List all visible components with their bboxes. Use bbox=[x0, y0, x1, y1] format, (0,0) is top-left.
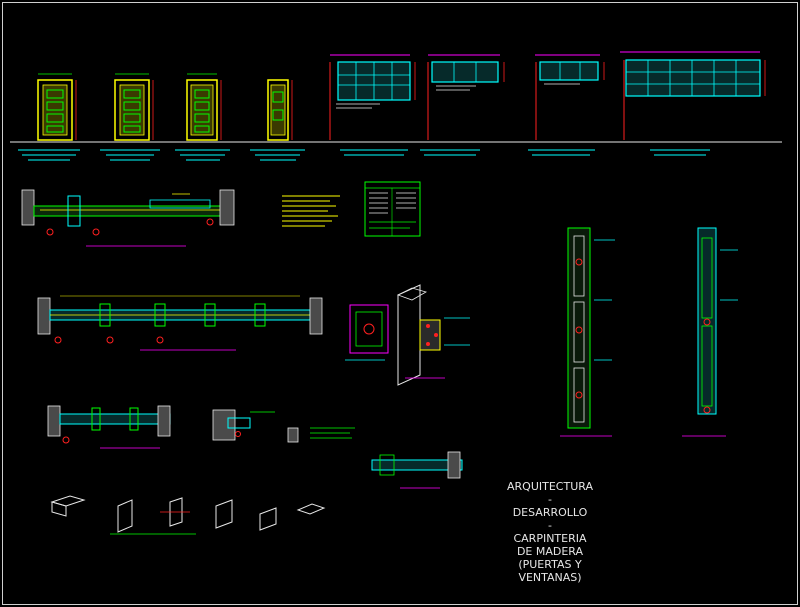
title-line-5: (PUERTAS Y bbox=[518, 558, 582, 571]
door-caption-notes bbox=[18, 149, 305, 161]
joinery-details bbox=[50, 495, 326, 535]
door-section-notes bbox=[282, 195, 340, 227]
door-elevation-4 bbox=[267, 79, 293, 141]
window-caption-notes bbox=[340, 149, 710, 156]
hinge-detail bbox=[396, 284, 470, 386]
legend-table bbox=[364, 181, 421, 237]
window-elevation-4 bbox=[620, 51, 766, 140]
title-line-2: DESARROLLO bbox=[512, 506, 588, 519]
title-line-3: CARPINTERIA bbox=[513, 532, 587, 545]
window-elevation-1 bbox=[329, 54, 416, 140]
door-elevation-3 bbox=[186, 73, 222, 141]
door-elevation-1 bbox=[37, 73, 77, 141]
title-separator-1: - bbox=[548, 493, 552, 506]
window-elevation-3 bbox=[535, 54, 605, 140]
small-window-section bbox=[47, 405, 171, 449]
door-horizontal-section bbox=[21, 189, 235, 247]
title-separator-2: - bbox=[548, 519, 552, 532]
door-vertical-section bbox=[560, 227, 615, 437]
window-horizontal-section bbox=[37, 295, 323, 351]
title-line-6: VENTANAS) bbox=[518, 571, 582, 584]
jamb-details bbox=[212, 409, 355, 443]
title-line-1: ARQUITECTURA bbox=[507, 480, 593, 493]
window-vertical-section bbox=[682, 227, 738, 437]
title-line-4: DE MADERA bbox=[516, 545, 584, 558]
title-block: ARQUITECTURA - DESARROLLO - CARPINTERIA … bbox=[500, 480, 600, 584]
sill-detail bbox=[371, 451, 463, 489]
door-elevation-2 bbox=[114, 73, 154, 141]
window-elevation-2 bbox=[427, 54, 505, 140]
window-opening-detail bbox=[345, 304, 389, 361]
